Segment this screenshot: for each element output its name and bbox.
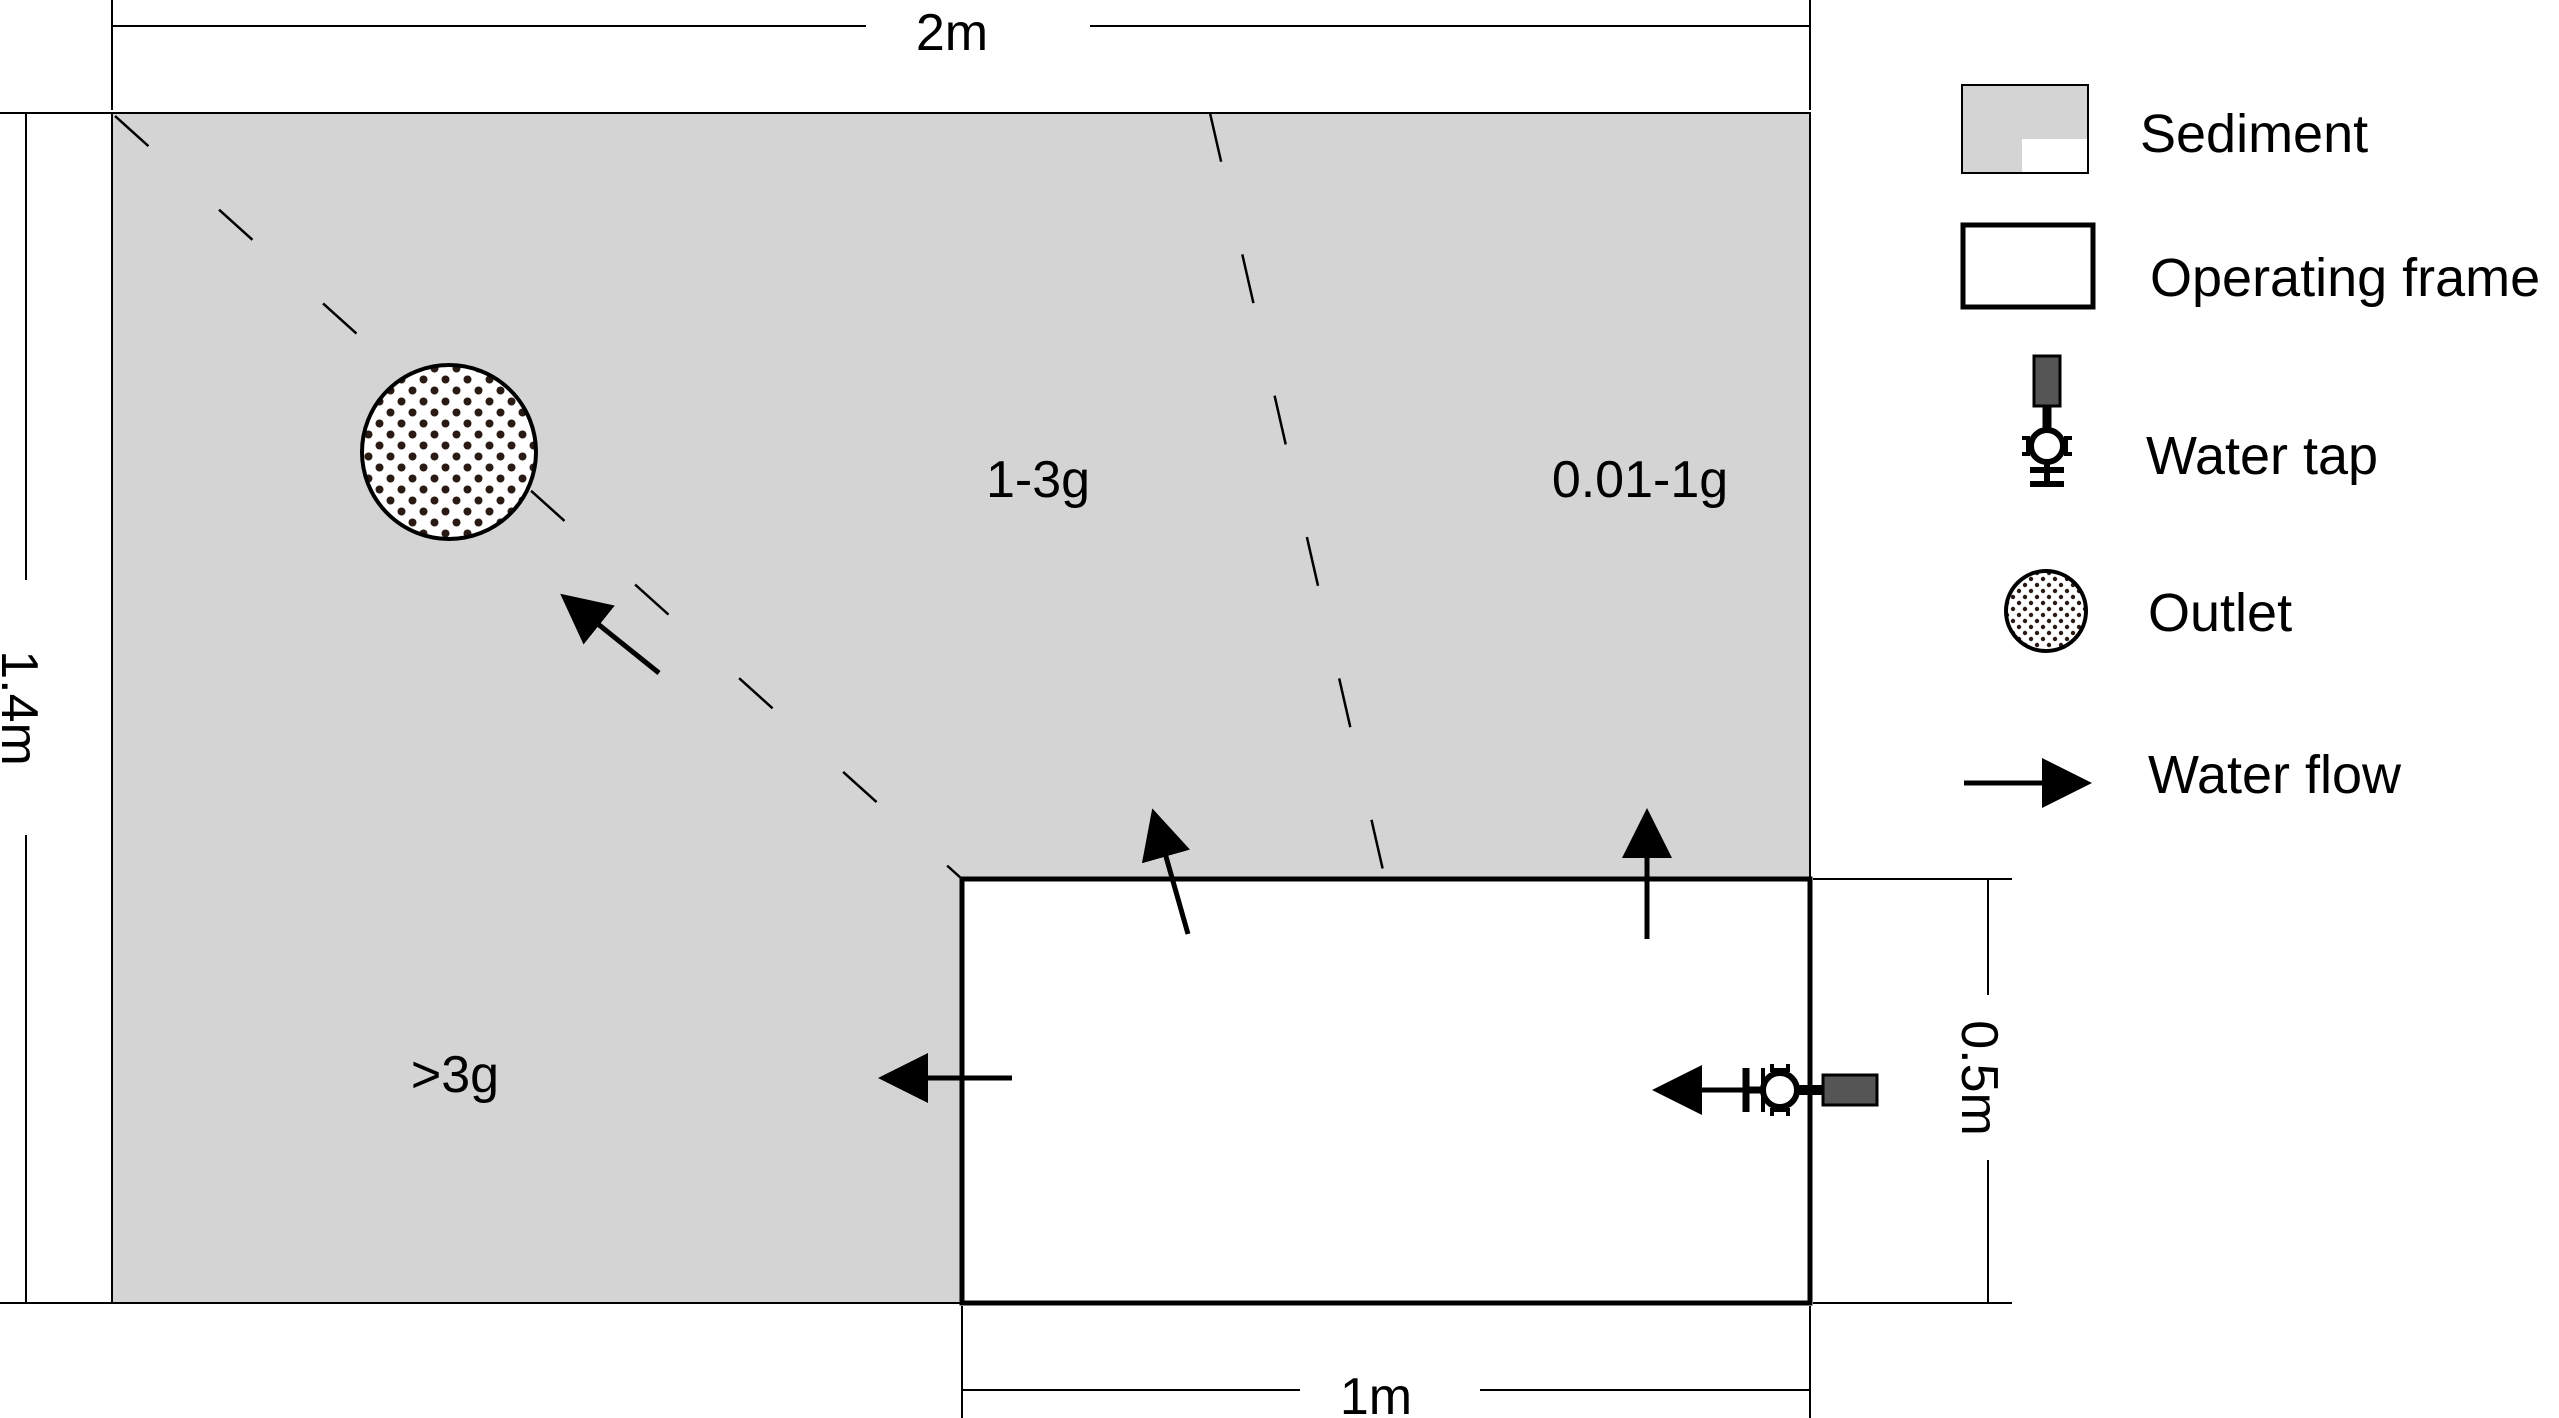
flow-arrow-up-left <box>1141 808 1191 935</box>
outlet-icon <box>360 363 538 541</box>
legend-label-tap: Water tap <box>2146 426 2378 486</box>
dimension-label-frame-height: 0.5m <box>1950 1020 2008 1136</box>
legend-label-sediment: Sediment <box>2140 104 2368 164</box>
legend-label-outlet: Outlet <box>2148 583 2292 643</box>
zone-label-coarse: >3g <box>411 1046 499 1104</box>
dimension-label-height: 1.4m <box>0 650 48 766</box>
zone-label-fine: 0.01-1g <box>1552 451 1728 509</box>
zone-boundary-diagonal <box>114 115 963 880</box>
legend-label-frame: Operating frame <box>2150 248 2540 308</box>
dimension-top: 2m <box>111 0 1811 110</box>
sediment-swatch-icon <box>1961 84 2089 174</box>
dimension-label-width: 2m <box>916 4 988 62</box>
dimension-label-frame-width: 1m <box>1340 1368 1412 1418</box>
frame-swatch-icon <box>1960 222 2096 310</box>
flow-arrow-to-outlet <box>560 593 661 675</box>
legend: Sediment Operating frame Water tap Outle… <box>1960 84 2540 808</box>
water-tap-icon <box>2022 354 2072 487</box>
legend-label-flow: Water flow <box>2148 745 2402 805</box>
outlet-icon <box>2004 569 2088 653</box>
dimension-left: 1.4m <box>0 112 112 1304</box>
zone-label-medium: 1-3g <box>986 451 1090 509</box>
dimension-right: 0.5m <box>1813 878 2012 1304</box>
dimension-bottom: 1m <box>961 1306 1811 1418</box>
water-tap-icon <box>1742 1064 1879 1116</box>
